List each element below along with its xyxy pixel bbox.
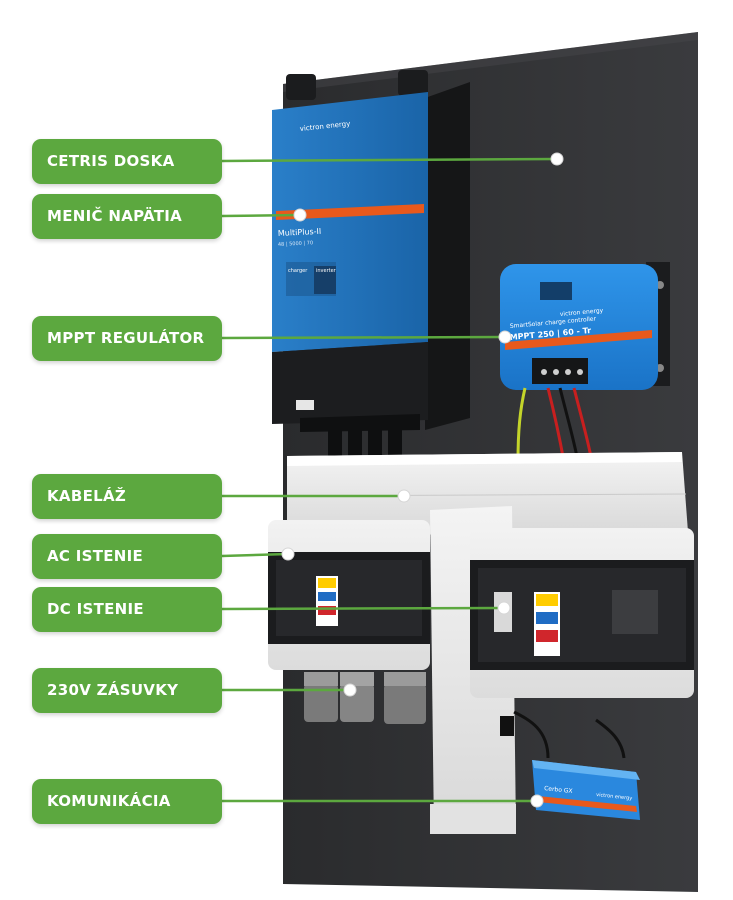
mppt-device: victron energy SmartSolar charge control… [500,262,670,390]
callout-kabelaz: KABELÁŽ [32,474,222,519]
marker-komunikacia [530,794,544,808]
marker-ac [281,547,295,561]
callout-mppt-regulator: MPPT REGULÁTOR [32,316,222,361]
marker-mppt [498,330,512,344]
cerbo-brand: victron energy [596,792,633,802]
inverter-device: victron energy MultiPlus-II 48 | 5000 | … [272,70,470,458]
socket-group [304,672,426,724]
inverter-inverter-label: inverter [316,268,337,274]
mppt-brand: victron energy [560,307,604,318]
inverter-sub: 48 | 5000 | 70 [278,240,313,248]
callout-230v-zasuvky: 230V ZÁSUVKY [32,668,222,713]
ac-warning-sticker [316,576,338,626]
callout-menic-napatia: MENIČ NAPÄTIA [32,194,222,239]
marker-zasuvky [343,683,357,697]
leader-markers [281,152,564,808]
marker-menic [293,208,307,222]
inverter-charger-label: charger [288,268,308,274]
cerbo-device: Cerbo GX victron energy [500,710,640,820]
cerbo-model: Cerbo GX [544,785,573,795]
marker-cetris [550,152,564,166]
dc-warning-sticker [534,592,560,656]
callout-komunikacia: KOMUNIKÁCIA [32,779,222,824]
inverter-model: MultiPlus-II [278,227,322,238]
callout-dc-istenie: DC ISTENIE [32,587,222,632]
marker-dc [497,601,511,615]
leader-lines [221,157,558,803]
marker-kabelaz [397,489,411,503]
callout-ac-istenie: AC ISTENIE [32,534,222,579]
ac-breaker-box [268,520,430,724]
callout-cetris-doska: CETRIS DOSKA [32,139,222,184]
dc-breaker-box [470,528,694,698]
